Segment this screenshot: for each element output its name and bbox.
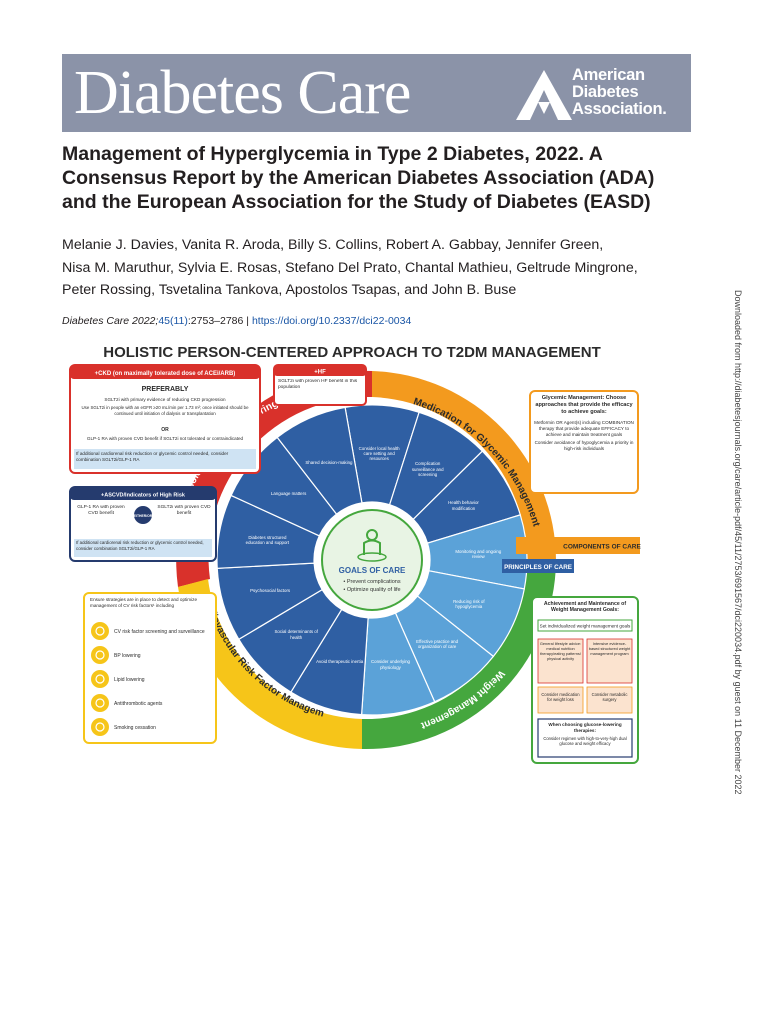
wheel-segment-label: Monitoring and ongoing review bbox=[455, 548, 502, 560]
cv-item-icon-glyph bbox=[95, 626, 105, 636]
cv-item-label: CV risk factor screening and surveillanc… bbox=[114, 629, 205, 635]
doi-link[interactable]: https://doi.org/10.2337/dci22-0034 bbox=[251, 315, 412, 327]
figure-canvas: HOLISTIC PERSON-CENTERED APPROACH TO T2D… bbox=[59, 327, 641, 764]
graphical-abstract: HOLISTIC PERSON-CENTERED APPROACH TO T2D… bbox=[59, 327, 642, 765]
cv-item-icon-glyph bbox=[95, 674, 105, 684]
author-list: Melanie J. Davies, Vanita R. Aroda, Bill… bbox=[62, 237, 638, 298]
weight-box: Achievement and Maintenance of Weight Ma… bbox=[531, 596, 639, 764]
publisher-wordmark: American Diabetes Association. bbox=[572, 66, 667, 118]
wheel-segment-label: Consider local health care setting and r… bbox=[358, 445, 400, 462]
ascvd-right: SGLT2i with proven CVD benefit bbox=[157, 505, 211, 516]
principles-wheel: Consider local health care setting and r… bbox=[216, 404, 528, 716]
wheel-segment-label: Social determinants of health bbox=[274, 629, 318, 640]
components-label: COMPONENTS OF CARE bbox=[563, 544, 641, 551]
cv-item-label: BP lowering bbox=[114, 653, 141, 659]
ascvd-note: If additional cardiorenal risk reduction… bbox=[76, 540, 204, 551]
ada-logo-icon bbox=[516, 70, 572, 120]
cv-item-label: Smoking cessation bbox=[114, 725, 156, 731]
hf-header: +HF bbox=[314, 370, 326, 376]
ckd-preferably: PREFERABLY bbox=[142, 386, 189, 393]
glycemic-title: Glycemic Management: Choose approaches t… bbox=[535, 395, 633, 415]
components-banner bbox=[516, 537, 640, 554]
ckd-line3: GLP-1 RA with proven CVD benefit if SGLT… bbox=[87, 436, 244, 441]
wheel-segment-label: Diabetes structured education and suppor… bbox=[245, 534, 290, 546]
ckd-header: +CKD (on maximally tolerated dose of ACE… bbox=[95, 371, 236, 377]
download-note: Downloaded from http://diabetesjournals.… bbox=[733, 290, 743, 795]
ascvd-box: +ASCVD/Indicators of High Risk GLP-1 RA … bbox=[69, 486, 217, 562]
wheel-segment-label: Avoid therapeutic inertia bbox=[316, 658, 364, 664]
person-icon bbox=[357, 529, 387, 562]
principles-label: PRINCIPLES OF CARE bbox=[504, 564, 572, 571]
wheel-segment-label: Psychosocial factors bbox=[250, 588, 291, 594]
paper-title: Management of Hyperglycemia in Type 2 Di… bbox=[62, 143, 655, 213]
weight-cell-1: General lifestyle advice: medical nutrit… bbox=[539, 641, 582, 661]
figure-title: HOLISTIC PERSON-CENTERED APPROACH TO T2D… bbox=[103, 344, 601, 361]
wheel-segment-label: Reducing risk of hypoglycemia bbox=[453, 598, 485, 610]
ascvd-left: GLP-1 RA with proven CVD benefit bbox=[77, 505, 125, 516]
ring-weight bbox=[362, 561, 556, 750]
citation: Diabetes Care 2022;45(11):2753–2786 | ht… bbox=[62, 315, 412, 327]
weight-choosing-title: When choosing glucose-lowering therapies… bbox=[548, 722, 622, 733]
hf-box: +HF SGLT2i with proven HF benefit in thi… bbox=[273, 364, 367, 406]
cv-item-icon-glyph bbox=[95, 650, 105, 660]
ascvd-header: +ASCVD/Indicators of High Risk bbox=[101, 493, 186, 499]
principles-banner bbox=[502, 559, 574, 573]
cv-item-icon bbox=[91, 670, 109, 688]
cv-intro: Ensure strategies are in place to detect… bbox=[90, 597, 197, 608]
glycemic-line1: Metformin OR Agent(s) including COMBINAT… bbox=[534, 420, 634, 437]
ckd-line1: SGLT2i with primary evidence of reducing… bbox=[104, 397, 226, 402]
wheel-segment-label: Consider underlying physiology bbox=[370, 659, 411, 670]
wheel-segment bbox=[276, 406, 363, 515]
cv-item-label: Antithrombotic agents bbox=[114, 701, 163, 707]
wheel-segment-label: Complication surveillance and screening bbox=[411, 461, 444, 477]
cv-item-icon bbox=[91, 646, 109, 664]
goal-2: • Optimize quality of life bbox=[343, 587, 400, 593]
ckd-line2: Use SGLT2i in people with an eGFR ≥20 mL… bbox=[81, 405, 249, 416]
ascvd-either: EITHER/OR bbox=[134, 514, 153, 518]
volume-link[interactable]: 45(11) bbox=[158, 315, 188, 327]
weight-title: Achievement and Maintenance of Weight Ma… bbox=[543, 601, 627, 614]
cv-item-icon-glyph bbox=[95, 722, 105, 732]
cv-item-label: Lipid lowering bbox=[114, 677, 145, 683]
journal-banner: Diabetes Care American Diabetes Associat… bbox=[62, 54, 691, 132]
goals-center-inner bbox=[321, 509, 423, 611]
ckd-note: If additional cardiorenal risk reduction… bbox=[76, 451, 229, 462]
hf-body: SGLT2i with proven HF benefit in this po… bbox=[278, 379, 358, 390]
cv-item-icon bbox=[91, 694, 109, 712]
cv-risk-box: Ensure strategies are in place to detect… bbox=[83, 592, 217, 744]
cv-item-icon bbox=[91, 718, 109, 736]
glycemic-line2: Consider avoidance of hypoglycemia a pri… bbox=[534, 440, 634, 452]
goals-title: GOALS OF CARE bbox=[339, 566, 406, 575]
ckd-box: +CKD (on maximally tolerated dose of ACE… bbox=[69, 364, 261, 474]
journal-name: Diabetes Care bbox=[74, 59, 411, 127]
weight-cell-2: Intensive evidence-based structured weig… bbox=[588, 641, 631, 656]
wheel-segment-label: Shared decision-making bbox=[305, 459, 353, 465]
wheel-segment-label: Health behavior modification bbox=[448, 500, 479, 511]
weight-choosing-body: Consider regimen with high-to-very-high … bbox=[543, 736, 627, 747]
weight-cell-3: Consider medication for weight loss bbox=[541, 692, 580, 703]
wheel-segment-label: Effective practice and organization of c… bbox=[416, 638, 459, 650]
wheel-segment-label: Language matters bbox=[270, 491, 307, 497]
goal-1: • Prevent complications bbox=[343, 579, 401, 585]
weight-set-goals: Set individualized weight management goa… bbox=[540, 624, 631, 629]
cv-item-icon bbox=[91, 622, 109, 640]
glycemic-box: Glycemic Management: Choose approaches t… bbox=[529, 390, 639, 494]
ckd-or: OR bbox=[161, 427, 169, 433]
weight-cell-4: Consider metabolic surgery bbox=[591, 692, 628, 703]
cv-item-icon-glyph bbox=[95, 698, 105, 708]
